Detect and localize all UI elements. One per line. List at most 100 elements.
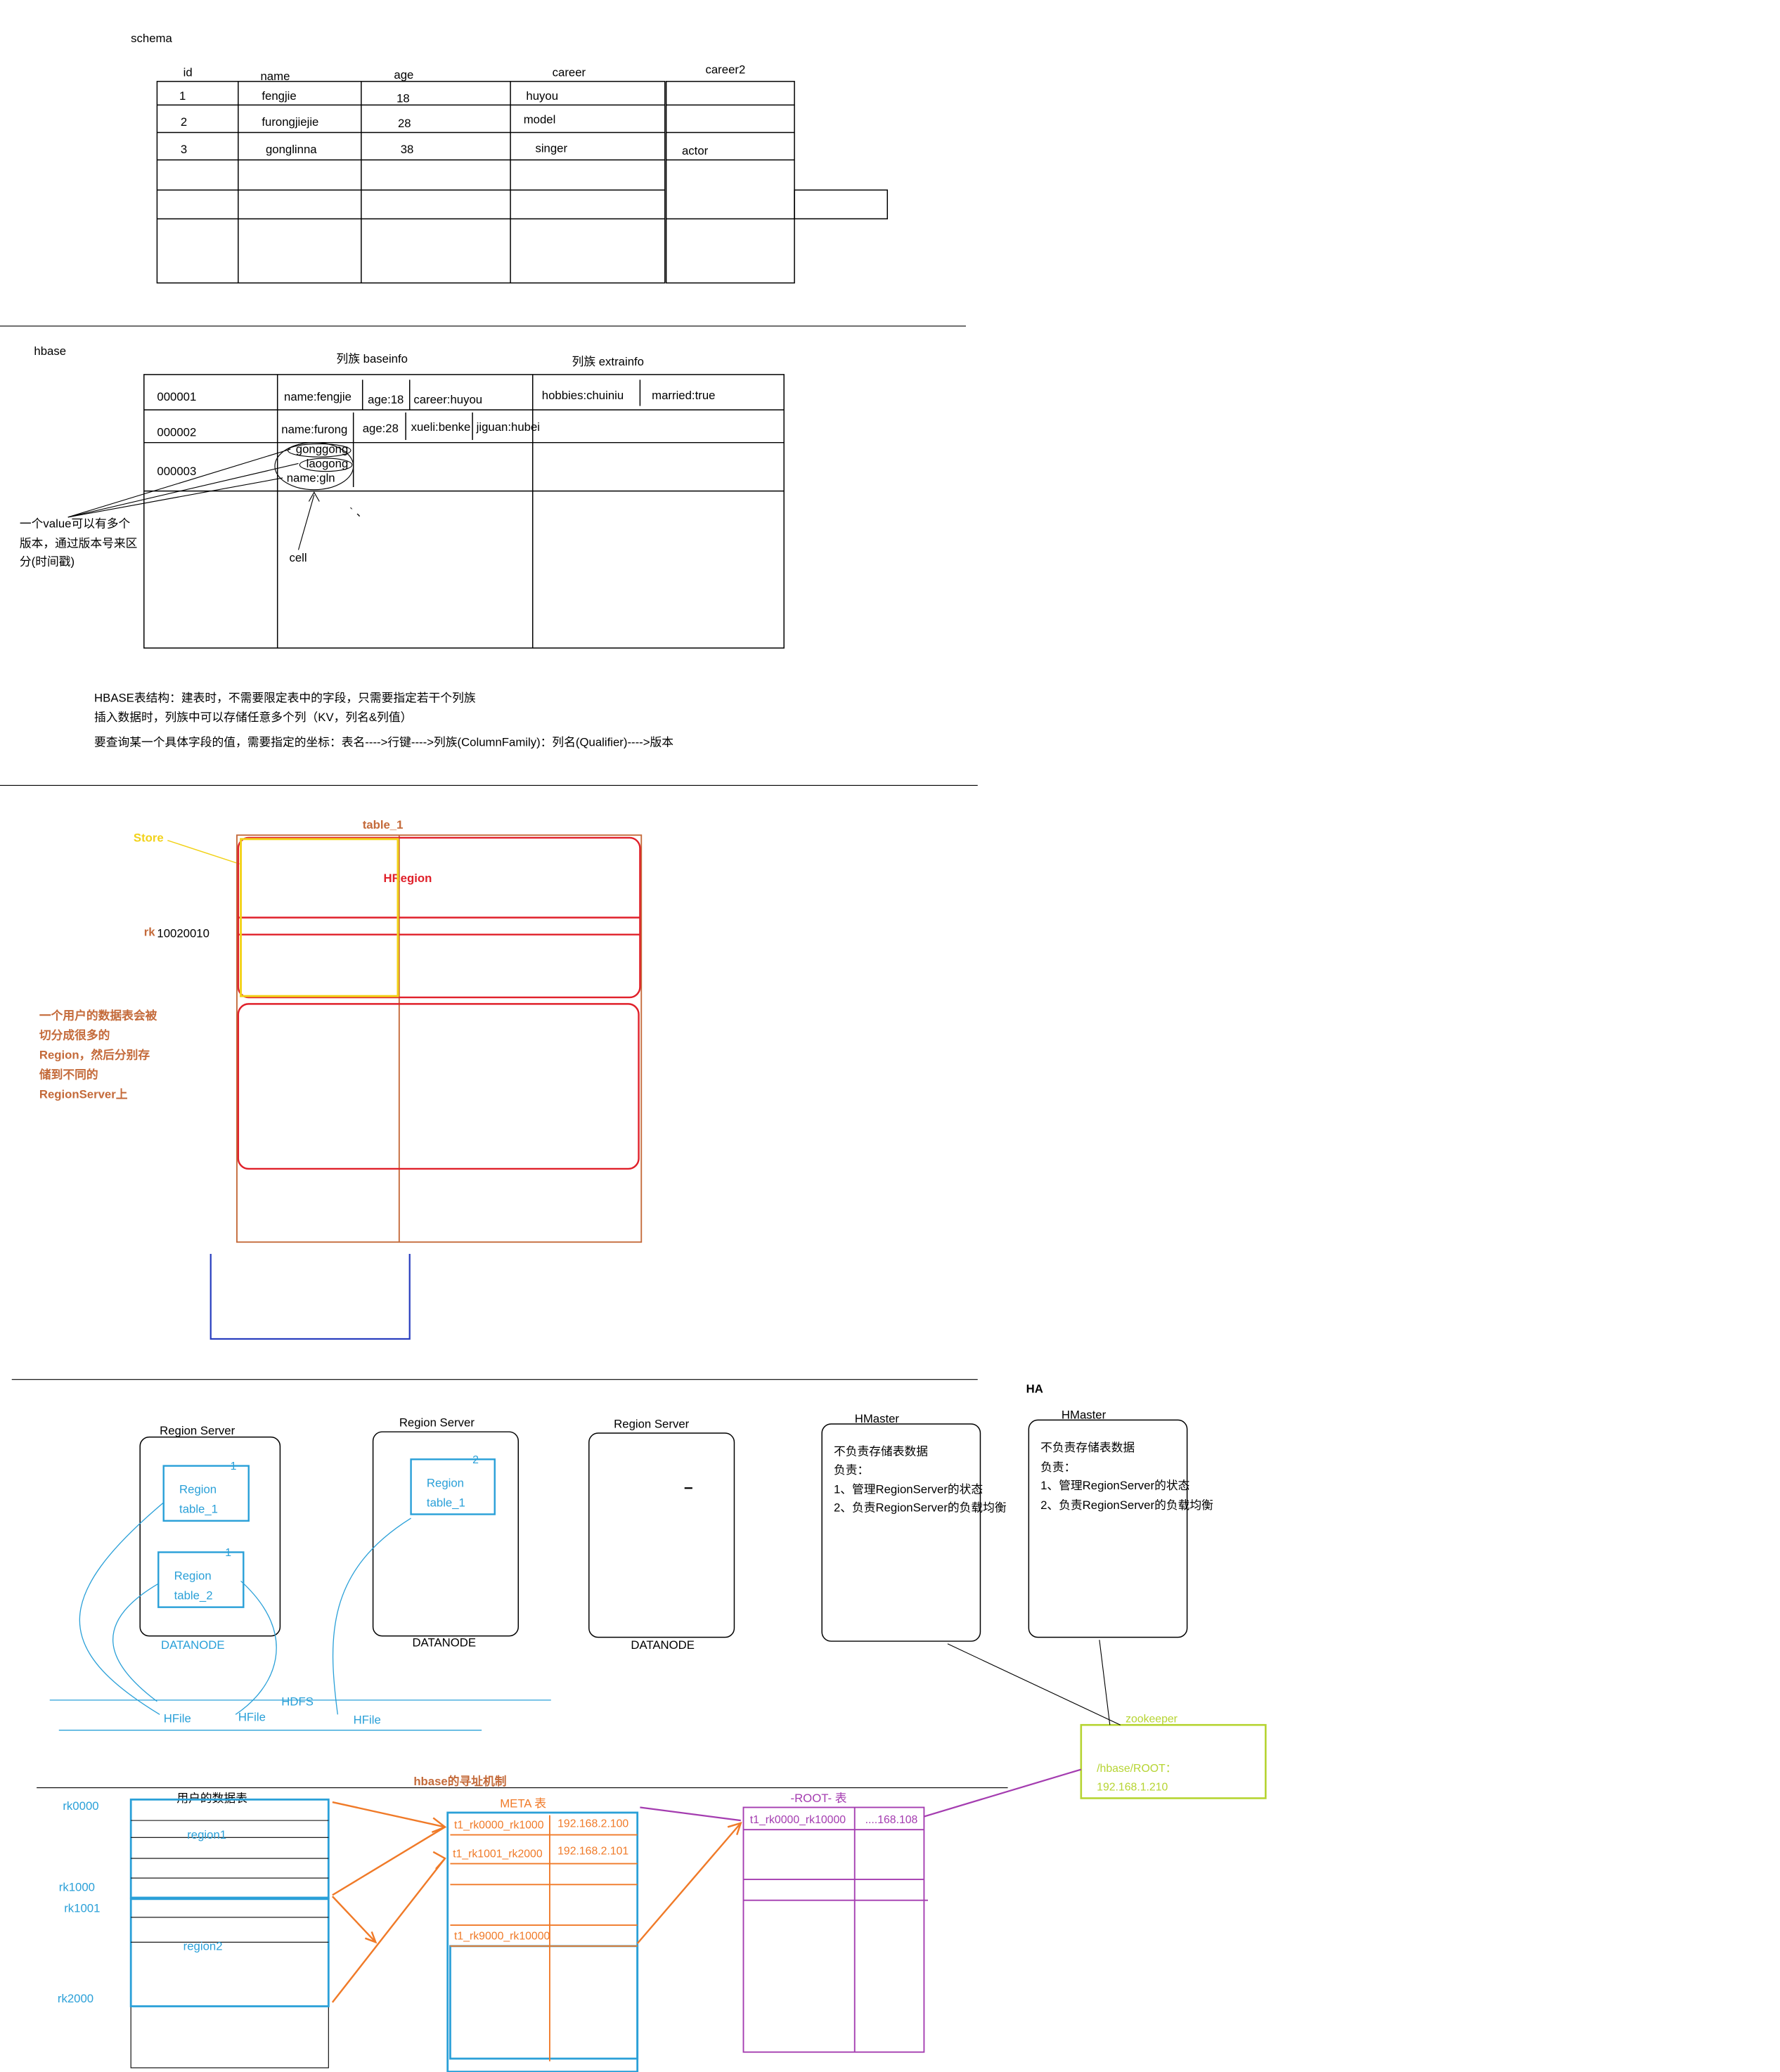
store-box bbox=[240, 838, 399, 997]
rk-label: rk2000 bbox=[58, 1992, 93, 2005]
zookeeper: zookeeper /hbase/ROOT： 192.168.1.210 bbox=[1080, 1713, 1267, 1799]
region-server-1: Region Server DATANODE Region table_1 1 … bbox=[139, 1424, 281, 1652]
root-table bbox=[742, 1806, 928, 2053]
hmaster-line: 不负责存储表数据 bbox=[1040, 1441, 1135, 1454]
meta-key: t1_rk1001_rk2000 bbox=[453, 1848, 543, 1860]
region-label: Region bbox=[179, 1483, 217, 1496]
region-table: table_1 bbox=[427, 1496, 465, 1509]
desc-line: 插入数据时，列族中可以存储任意多个列（KV，列名&列值） bbox=[94, 711, 412, 724]
blue-bracket bbox=[209, 1253, 411, 1340]
kv-cell: jiguan:hubei bbox=[476, 420, 540, 434]
zookeeper-label: zookeeper bbox=[1126, 1713, 1178, 1725]
region-box bbox=[157, 1551, 245, 1608]
version-note: 一个value可以有多个 版本，通过版本号来区 分(时间戳) bbox=[20, 517, 138, 569]
region-box bbox=[162, 1465, 250, 1522]
rk-label: rk bbox=[144, 926, 156, 939]
hdfs-label: HDFS bbox=[281, 1695, 314, 1708]
hmaster-line: 2、负责RegionServer的负载均衡 bbox=[834, 1501, 1007, 1515]
family-extrainfo-label: 列族 extrainfo bbox=[572, 355, 644, 368]
meta-key: t1_rk9000_rk10000 bbox=[454, 1931, 550, 1943]
rk-label: rk1001 bbox=[64, 1901, 100, 1915]
note-line: Region，然后分别存 bbox=[39, 1048, 150, 1062]
datanode-label: DATANODE bbox=[161, 1638, 225, 1652]
user-table: region1 region2 bbox=[129, 1798, 330, 2068]
note-line: 一个用户的数据表会被 bbox=[39, 1009, 157, 1023]
hmaster-title: HMaster bbox=[1062, 1409, 1107, 1422]
schema-headers: id name age career career2 bbox=[183, 63, 746, 83]
schema-header: career2 bbox=[705, 63, 745, 77]
family-baseinfo-label: 列族 baseinfo bbox=[336, 352, 407, 365]
schema-rows: 1 fengjie 18 huyou 2 furongjiejie 28 mod… bbox=[179, 89, 709, 157]
meta-label: META 表 bbox=[500, 1797, 546, 1811]
table-cell: huyou bbox=[526, 89, 558, 103]
hmaster-2: HMaster 不负责存储表数据 负责： 1、管理RegionServer的状态… bbox=[1028, 1409, 1213, 1638]
master-zk-links bbox=[947, 1640, 1121, 1725]
rowkey: 000002 bbox=[157, 425, 196, 439]
hfile-links bbox=[79, 1502, 411, 1715]
root-label: -ROOT- 表 bbox=[791, 1792, 847, 1805]
hbase-rowkeys: 000001 000002 000003 bbox=[157, 390, 196, 478]
version-cell: name:gln bbox=[287, 472, 335, 485]
meta-table: t1_rk0000_rk1000 192.168.2.100 t1_rk1001… bbox=[446, 1811, 639, 2072]
version-annotations bbox=[67, 442, 354, 550]
user-table-label: 用户的数据表 bbox=[176, 1792, 247, 1805]
hmaster-line: 2、负责RegionServer的负载均衡 bbox=[1040, 1498, 1213, 1512]
region-table: table_1 bbox=[179, 1503, 218, 1516]
region-label: Region bbox=[427, 1476, 464, 1489]
schema-header: career bbox=[553, 65, 586, 79]
hbase-table bbox=[143, 374, 785, 649]
datanode-label: DATANODE bbox=[631, 1638, 695, 1652]
note-line: 储到不同的 bbox=[39, 1068, 98, 1082]
note-line: 一个value可以有多个 bbox=[20, 517, 131, 531]
schema-header: id bbox=[183, 65, 193, 79]
root-value: ....168.108 bbox=[865, 1814, 918, 1826]
hbase-cells: name:fengjie age:18 career:huyou hobbies… bbox=[281, 389, 715, 484]
kv-cell: name:furong bbox=[281, 423, 347, 436]
schema-header: name bbox=[260, 70, 290, 83]
zk-line: /hbase/ROOT： bbox=[1097, 1763, 1176, 1775]
kv-cell: name:fengjie bbox=[284, 390, 352, 403]
schema-header: age bbox=[394, 68, 413, 82]
meta-root-link bbox=[640, 1806, 741, 1822]
version-cell: laogong bbox=[307, 457, 349, 470]
hmaster-line: 1、管理RegionServer的状态 bbox=[834, 1483, 983, 1496]
region-server-title: Region Server bbox=[614, 1418, 689, 1431]
kv-cell: career:huyou bbox=[413, 393, 482, 406]
table-label: table_1 bbox=[363, 818, 404, 831]
table-cell: model bbox=[524, 112, 556, 126]
kv-cell: hobbies:chuiniu bbox=[542, 389, 624, 402]
lookup-arrows bbox=[331, 1801, 742, 2003]
root-key: t1_rk0000_rk10000 bbox=[750, 1814, 846, 1826]
region-number: 2 bbox=[472, 1454, 479, 1466]
table-cell: 18 bbox=[396, 92, 410, 105]
region-note: 一个用户的数据表会被 切分成很多的 Region，然后分别存 储到不同的 Reg… bbox=[39, 1009, 157, 1101]
table-cell: gonglinna bbox=[266, 143, 317, 156]
meta-value: 192.168.2.101 bbox=[557, 1846, 628, 1858]
meta-key: t1_rk0000_rk1000 bbox=[454, 1819, 544, 1831]
region-label: region2 bbox=[183, 1939, 223, 1953]
hfile-label: HFile bbox=[354, 1713, 381, 1726]
hmaster-line: 负责： bbox=[834, 1463, 869, 1477]
lookup-title: hbase的寻址机制 bbox=[413, 1774, 506, 1788]
hmaster-title: HMaster bbox=[855, 1412, 900, 1425]
store-pointer bbox=[167, 839, 240, 865]
table-cell: 1 bbox=[179, 89, 186, 103]
kv-cell: married:true bbox=[652, 389, 715, 402]
rk-labels: rk0000 rk1000 rk1001 rk2000 bbox=[58, 1799, 101, 2005]
desc-line: 要查询某一个具体字段的值，需要指定的坐标：表名---->行键---->列族(Co… bbox=[94, 736, 673, 749]
region-label: Region bbox=[174, 1569, 212, 1583]
note-line: 版本，通过版本号来区 bbox=[20, 537, 138, 550]
region-number: 1 bbox=[225, 1547, 231, 1559]
hmaster-1: HMaster 不负责存储表数据 负责： 1、管理RegionServer的状态… bbox=[821, 1412, 1007, 1642]
hmaster-line: 1、管理RegionServer的状态 bbox=[1040, 1479, 1189, 1492]
datanode-label: DATANODE bbox=[412, 1636, 476, 1650]
kv-cell: xueli:benke bbox=[411, 420, 471, 434]
table-cell: furongjiejie bbox=[262, 115, 318, 129]
table-cell: actor bbox=[682, 144, 709, 157]
region-table: table_2 bbox=[174, 1588, 213, 1602]
schema-table bbox=[156, 81, 889, 284]
hdfs-layer: HDFS HFile HFile HFile bbox=[49, 1695, 551, 1731]
region-number: 1 bbox=[231, 1461, 237, 1472]
region-server-3: Region Server DATANODE bbox=[588, 1418, 735, 1652]
table-cell: fengjie bbox=[262, 89, 296, 103]
